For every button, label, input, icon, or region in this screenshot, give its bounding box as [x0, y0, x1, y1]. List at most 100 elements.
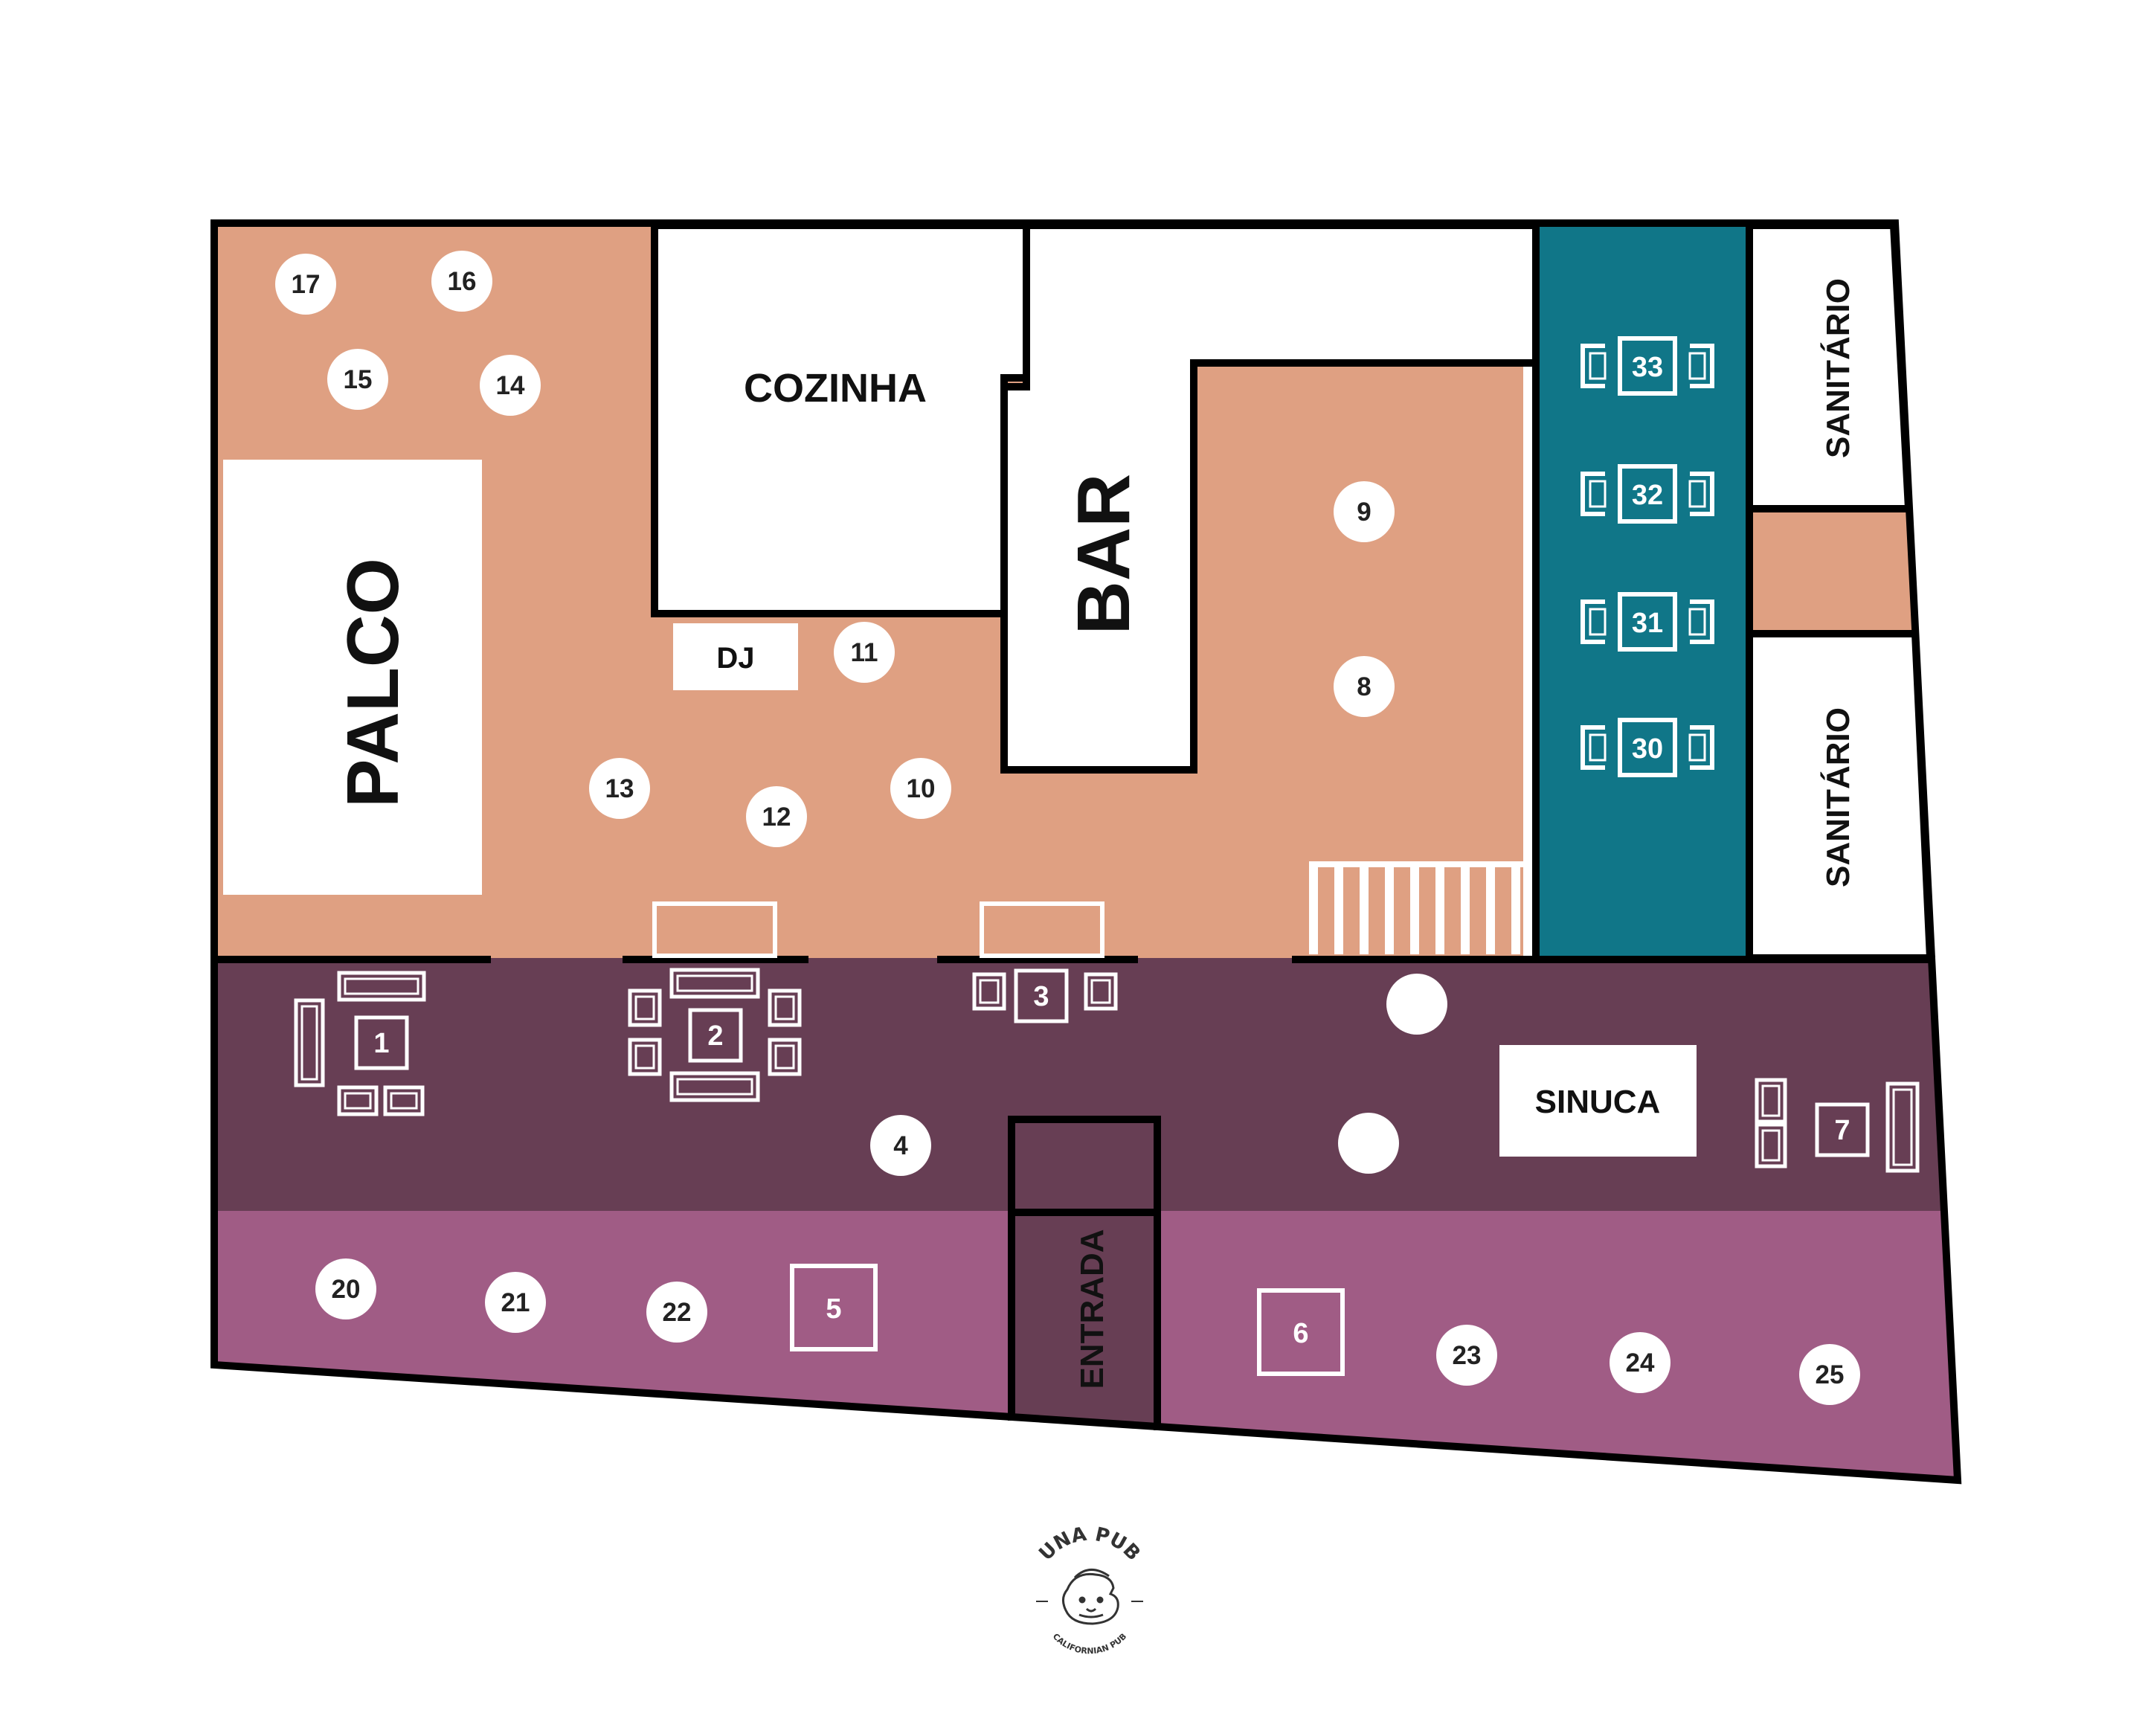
teal-booths: 33 32 31 30	[1581, 336, 1714, 777]
sofa-cushion	[300, 1005, 318, 1081]
table-11[interactable]: 11	[834, 622, 895, 683]
booth-30[interactable]: 30	[1581, 718, 1714, 777]
table-6[interactable]: 6	[1257, 1288, 1345, 1376]
table-5-top	[790, 1264, 878, 1351]
table-15-number: 15	[344, 365, 373, 394]
stair-step	[1334, 861, 1343, 954]
chair	[628, 988, 662, 1027]
table-15[interactable]: 15	[327, 349, 388, 410]
table-23[interactable]: 23	[1436, 1325, 1497, 1386]
table-7[interactable]: 7	[1815, 1102, 1870, 1157]
table-17-top	[275, 254, 336, 315]
table-11-number: 11	[851, 638, 878, 667]
booth-32-cushion-left	[1589, 480, 1607, 508]
table-11-top	[834, 622, 895, 683]
table-6-number: 6	[1293, 1318, 1308, 1349]
kitchen-label: COZINHA	[744, 366, 927, 411]
chair	[972, 972, 1006, 1011]
chair	[1755, 1078, 1787, 1124]
chair-cushion	[344, 1092, 372, 1110]
chair-cushion	[1090, 979, 1111, 1004]
terrace-area-left	[218, 1211, 1012, 1417]
table-14[interactable]: 14	[480, 355, 541, 416]
table-20[interactable]: 20	[315, 1258, 376, 1319]
svg-text:UNA PUB: UNA PUB	[1035, 1523, 1144, 1566]
chair-cushion	[979, 979, 1000, 1004]
table-16-number: 16	[448, 267, 477, 296]
table-10-number: 10	[907, 774, 936, 803]
sofa	[1885, 1081, 1920, 1173]
table-4-top	[870, 1115, 931, 1176]
table-8-number: 8	[1357, 672, 1371, 701]
table-10[interactable]: 10	[890, 758, 951, 819]
table-21[interactable]: 21	[485, 1272, 546, 1333]
booth-31-cushion-left	[1589, 608, 1607, 636]
terrace-tables: 20 21 22 23 24 25 5 6	[315, 1258, 1860, 1405]
bulldog-icon	[1062, 1569, 1119, 1625]
booth-33-number: 33	[1632, 352, 1663, 383]
table-25[interactable]: 25	[1799, 1344, 1860, 1405]
walls	[210, 219, 1962, 1485]
table-5[interactable]: 5	[790, 1264, 878, 1351]
table-3[interactable]: 3	[1014, 968, 1069, 1023]
table-25-number: 25	[1816, 1360, 1845, 1389]
booth-32[interactable]: 32	[1581, 464, 1714, 524]
table-24-number: 24	[1626, 1348, 1655, 1377]
table-3-number: 3	[1033, 981, 1049, 1012]
chair-cushion	[634, 995, 655, 1020]
booth-31[interactable]: 31	[1581, 592, 1714, 652]
terrace-area-right	[1157, 1211, 1958, 1480]
bar-label: BAR	[1062, 474, 1145, 635]
logo-tagline: CALIFORNIAN PUB	[1051, 1632, 1128, 1656]
booth-33-seat-right	[1690, 344, 1714, 388]
booth-30-number: 30	[1632, 733, 1663, 765]
table-13[interactable]: 13	[589, 758, 650, 819]
table-16[interactable]: 16	[431, 251, 492, 312]
table-15-top	[327, 349, 388, 410]
logo-name: UNA PUB	[1035, 1523, 1144, 1566]
restroom-corridor	[1747, 512, 1915, 631]
table-24-top	[1610, 1332, 1671, 1393]
booth-32-table	[1618, 464, 1677, 524]
table-9[interactable]: 9	[1334, 481, 1395, 542]
table-17[interactable]: 17	[275, 254, 336, 315]
table-1-number: 1	[373, 1028, 389, 1059]
table-14-number: 14	[496, 371, 525, 400]
chair	[1755, 1122, 1787, 1168]
table-8[interactable]: 8	[1334, 656, 1395, 717]
table-20-number: 20	[332, 1275, 361, 1304]
table-12[interactable]: 12	[746, 786, 807, 847]
table-2-top	[688, 1008, 743, 1063]
lounge-furniture: 1 2 3 7	[294, 901, 1920, 1173]
chair-cushion	[774, 995, 795, 1020]
chair-cushion	[634, 1044, 655, 1070]
table-2[interactable]: 2	[688, 1008, 743, 1063]
table-25-top	[1799, 1344, 1860, 1405]
table-9-top	[1334, 481, 1395, 542]
booth-30-seat-right	[1690, 725, 1714, 770]
table-7-top	[1815, 1102, 1870, 1157]
booth-31-seat-right	[1690, 599, 1714, 644]
table-22[interactable]: 22	[646, 1282, 707, 1343]
long-table-right	[980, 901, 1104, 958]
stair-step	[1385, 861, 1394, 954]
booth-33-cushion-right	[1688, 352, 1706, 380]
booth-33-cushion-left	[1589, 352, 1607, 380]
teal-seating-area	[1536, 225, 1747, 958]
table-22-number: 22	[663, 1298, 692, 1327]
booth-33[interactable]: 33	[1581, 336, 1714, 396]
dj-label: DJ	[716, 642, 754, 675]
restroom-bottom-label: SANITÁRIO	[1819, 707, 1856, 887]
chair	[337, 1085, 379, 1116]
table-23-number: 23	[1453, 1341, 1482, 1370]
booth-31-number: 31	[1632, 608, 1663, 639]
booth-33-seat-left	[1581, 344, 1605, 388]
booth-30-cushion-right	[1688, 733, 1706, 762]
table-24[interactable]: 24	[1610, 1332, 1671, 1393]
table-22-top	[646, 1282, 707, 1343]
stage-label: PALCO	[332, 558, 414, 808]
chair	[768, 988, 802, 1027]
table-4[interactable]: 4	[870, 1115, 931, 1176]
outer-wall	[210, 219, 1962, 1485]
table-1[interactable]: 1	[354, 1015, 409, 1070]
